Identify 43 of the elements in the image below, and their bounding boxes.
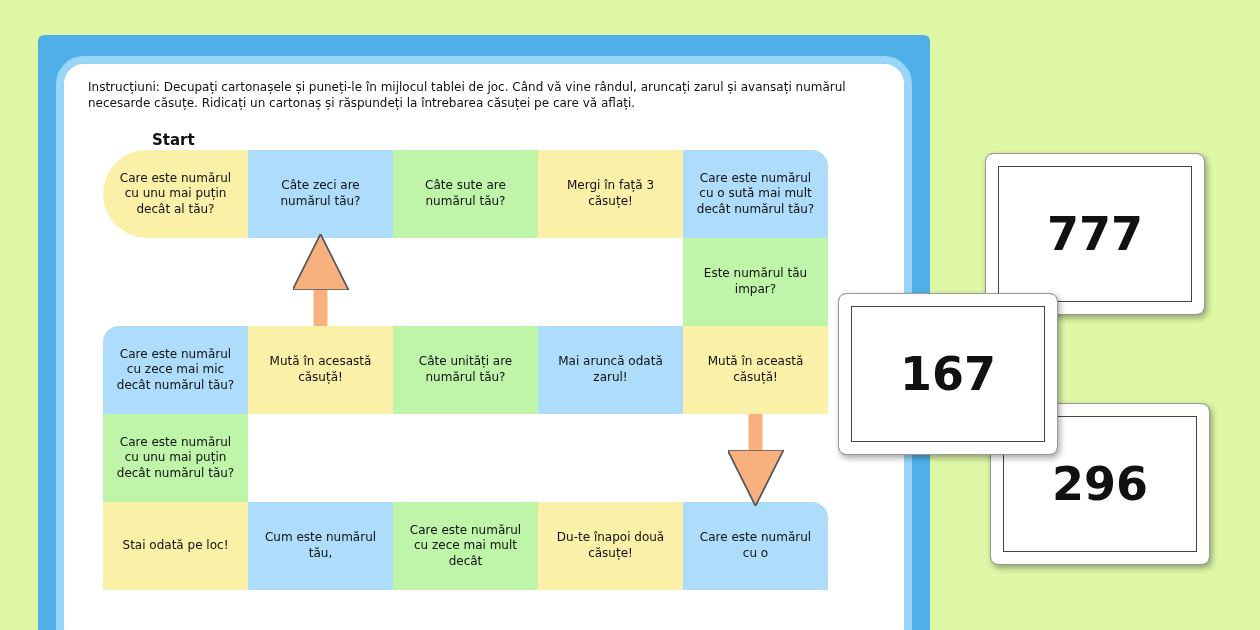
game-square: [393, 502, 538, 590]
square-text: Care este numărul cu unu mai puțin decât numărul tău?: [115, 434, 236, 482]
arrow: [291, 233, 350, 326]
game-square: [103, 502, 248, 590]
square-text: Du-te înapoi două căsuțe!: [555, 530, 666, 562]
game-square: [683, 150, 828, 238]
square-text: Care este numărul cu o sută mai mult decât numărul tău?: [695, 170, 816, 218]
square-text: Mai aruncă odată zarul!: [557, 354, 664, 386]
square-text: Mergi în față 3 căsuțe!: [565, 178, 656, 210]
number-card: [990, 403, 1210, 565]
card-number: 777: [1047, 207, 1143, 261]
card-number: 296: [1052, 457, 1148, 511]
game-square: [538, 326, 683, 414]
square-text: Mută în acesastă căsuță!: [268, 354, 373, 386]
instructions-text: Instrucțiuni: Decupați cartonașele și puneți-le în mijlocul tablei de joc. Când vă vine rândul, aruncați zarul și avansați numărul necesarde căsuțe. Ridicați un cartonaș și răspundeți la întrebarea căsuței pe care vă aflați.: [88, 80, 847, 112]
game-square: [103, 326, 248, 414]
square-text: Care este numărul cu zece mai mic decât numărul tău?: [115, 346, 236, 394]
game-square: [683, 238, 828, 326]
game-square: [103, 414, 248, 502]
game-square: [248, 326, 393, 414]
square-text: Care este numărul cu zece mai mult decât: [408, 522, 523, 570]
start-label: Start: [152, 131, 196, 151]
number-card: [838, 293, 1058, 455]
square-text: Care este numărul cu unu mai puțin decât al tău?: [118, 170, 233, 218]
game-square: [248, 150, 393, 238]
card-number: 167: [900, 347, 996, 401]
game-square: [393, 150, 538, 238]
game-square: [683, 326, 828, 414]
game-square: [248, 502, 393, 590]
square-text: Este numărul tău impar?: [702, 266, 809, 298]
square-text: Care este numărul cu o: [698, 530, 813, 562]
game-square: [538, 150, 683, 238]
arrow: [726, 414, 785, 507]
square-text: Câte zeci are numărul tău?: [279, 178, 362, 210]
square-text: Cum este numărul tău,: [263, 530, 378, 562]
game-square: [538, 502, 683, 590]
square-text: Câte unități are numărul tău?: [417, 354, 514, 386]
game-square: [683, 502, 828, 590]
square-text: Câte sute are numărul tău?: [424, 178, 507, 210]
game-square: [393, 326, 538, 414]
number-card: [985, 153, 1205, 315]
square-text: Mută în această căsuță!: [706, 354, 805, 386]
square-text: Stai odată pe loc!: [122, 538, 229, 554]
